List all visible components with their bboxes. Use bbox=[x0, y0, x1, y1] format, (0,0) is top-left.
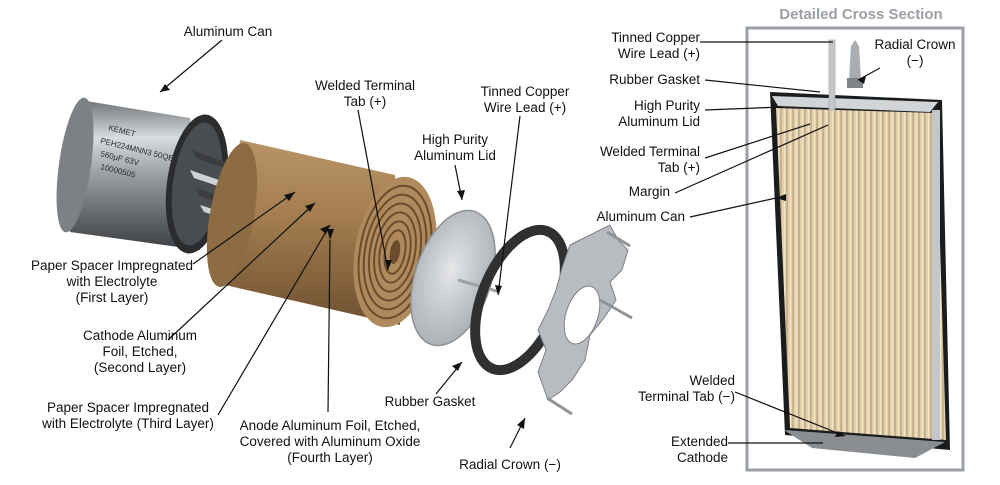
cs-label-aluminum-lid: High Purity Aluminum Lid bbox=[585, 98, 700, 130]
cs-radial-line-2: (−) bbox=[906, 53, 924, 68]
label-radial-crown-text: Radial Crown (−) bbox=[459, 457, 561, 472]
cs-label-margin: Margin bbox=[585, 184, 670, 200]
label-anode-foil-fourth: Anode Aluminum Foil, Etched, Covered wit… bbox=[230, 418, 430, 466]
cs-welded-minus-line-2: Terminal Tab (−) bbox=[638, 389, 735, 404]
label-paper-spacer-third: Paper Spacer Impregnated with Electrolyt… bbox=[18, 400, 238, 432]
cs-extended-line-1: Extended bbox=[670, 434, 728, 449]
cs-margin-text: Margin bbox=[628, 184, 670, 199]
cross-section-illustration bbox=[770, 39, 950, 458]
label-radial-crown: Radial Crown (−) bbox=[445, 457, 575, 473]
label-paper-first-line-1: Paper Spacer Impregnated bbox=[30, 258, 194, 273]
cs-label-tinned-lead: Tinned Copper Wire Lead (+) bbox=[585, 30, 700, 62]
label-rubber-gasket-text: Rubber Gasket bbox=[384, 394, 476, 409]
label-aluminum-can: Aluminum Can bbox=[168, 24, 288, 40]
cs-label-radial-crown: Radial Crown (−) bbox=[865, 37, 965, 69]
label-lid-line-2: Aluminum Lid bbox=[414, 148, 496, 163]
label-cathode-line-2: Foil, Etched, bbox=[102, 344, 178, 359]
cs-aluminum-can-text: Aluminum Can bbox=[596, 209, 685, 224]
cs-lid-line-1: High Purity bbox=[633, 98, 700, 113]
label-tinned-copper-lead: Tinned Copper Wire Lead (+) bbox=[465, 84, 585, 116]
label-paper-first-line-2: with Electrolyte bbox=[66, 274, 158, 289]
label-tinned-lead-line-1: Tinned Copper bbox=[480, 84, 570, 99]
cs-label-welded-tab-plus: Welded Terminal Tab (+) bbox=[580, 144, 700, 176]
label-cathode-foil-second: Cathode Aluminum Foil, Etched, (Second L… bbox=[60, 328, 220, 376]
cs-rubber-gasket-text: Rubber Gasket bbox=[609, 72, 700, 87]
label-paper-third-line-2: with Electrolyte (Third Layer) bbox=[42, 416, 214, 431]
cs-tinned-line-2: Wire Lead (+) bbox=[617, 46, 700, 61]
label-high-purity-lid: High Purity Aluminum Lid bbox=[395, 132, 515, 164]
cs-label-aluminum-can: Aluminum Can bbox=[580, 209, 685, 225]
label-anode-line-2: Covered with Aluminum Oxide bbox=[239, 434, 421, 449]
label-aluminum-can-text: Aluminum Can bbox=[183, 24, 273, 39]
label-tinned-lead-line-2: Wire Lead (+) bbox=[483, 100, 567, 115]
label-paper-third-line-1: Paper Spacer Impregnated bbox=[46, 400, 210, 415]
label-cathode-line-3: (Second Layer) bbox=[93, 360, 187, 375]
label-welded-tab-line-1: Welded Terminal bbox=[314, 78, 416, 93]
label-anode-line-1: Anode Aluminum Foil, Etched, bbox=[239, 418, 421, 433]
label-lid-line-1: High Purity bbox=[421, 132, 489, 147]
label-rubber-gasket: Rubber Gasket bbox=[375, 394, 485, 410]
label-welded-tab-line-2: Tab (+) bbox=[343, 94, 387, 109]
cross-section-title: Detailed Cross Section bbox=[779, 6, 943, 23]
cs-radial-line-1: Radial Crown bbox=[874, 37, 956, 52]
cs-tinned-line-1: Tinned Copper bbox=[611, 30, 700, 45]
cs-label-welded-tab-minus: Welded Terminal Tab (−) bbox=[620, 373, 735, 405]
radial-crown-illustration bbox=[537, 224, 633, 416]
label-cathode-line-1: Cathode Aluminum bbox=[82, 328, 198, 343]
aluminum-can-illustration: KEMET PEH224MNN3 50QE4 560µF 63V 1000050… bbox=[56, 97, 229, 254]
cs-lid-line-2: Aluminum Lid bbox=[618, 114, 700, 129]
cs-welded-minus-line-1: Welded bbox=[689, 373, 735, 388]
cs-label-rubber-gasket: Rubber Gasket bbox=[585, 72, 700, 88]
arrowheads bbox=[160, 76, 866, 437]
cs-extended-line-2: Cathode bbox=[676, 450, 728, 465]
label-anode-line-3: (Fourth Layer) bbox=[287, 450, 373, 465]
cs-welded-plus-line-1: Welded Terminal bbox=[599, 144, 700, 159]
label-welded-terminal-tab: Welded Terminal Tab (+) bbox=[305, 78, 425, 110]
label-paper-first-line-3: (First Layer) bbox=[75, 290, 149, 305]
cs-welded-plus-line-2: Tab (+) bbox=[657, 160, 700, 175]
cs-label-extended-cathode: Extended Cathode bbox=[640, 434, 728, 466]
label-paper-spacer-first: Paper Spacer Impregnated with Electrolyt… bbox=[12, 258, 212, 306]
